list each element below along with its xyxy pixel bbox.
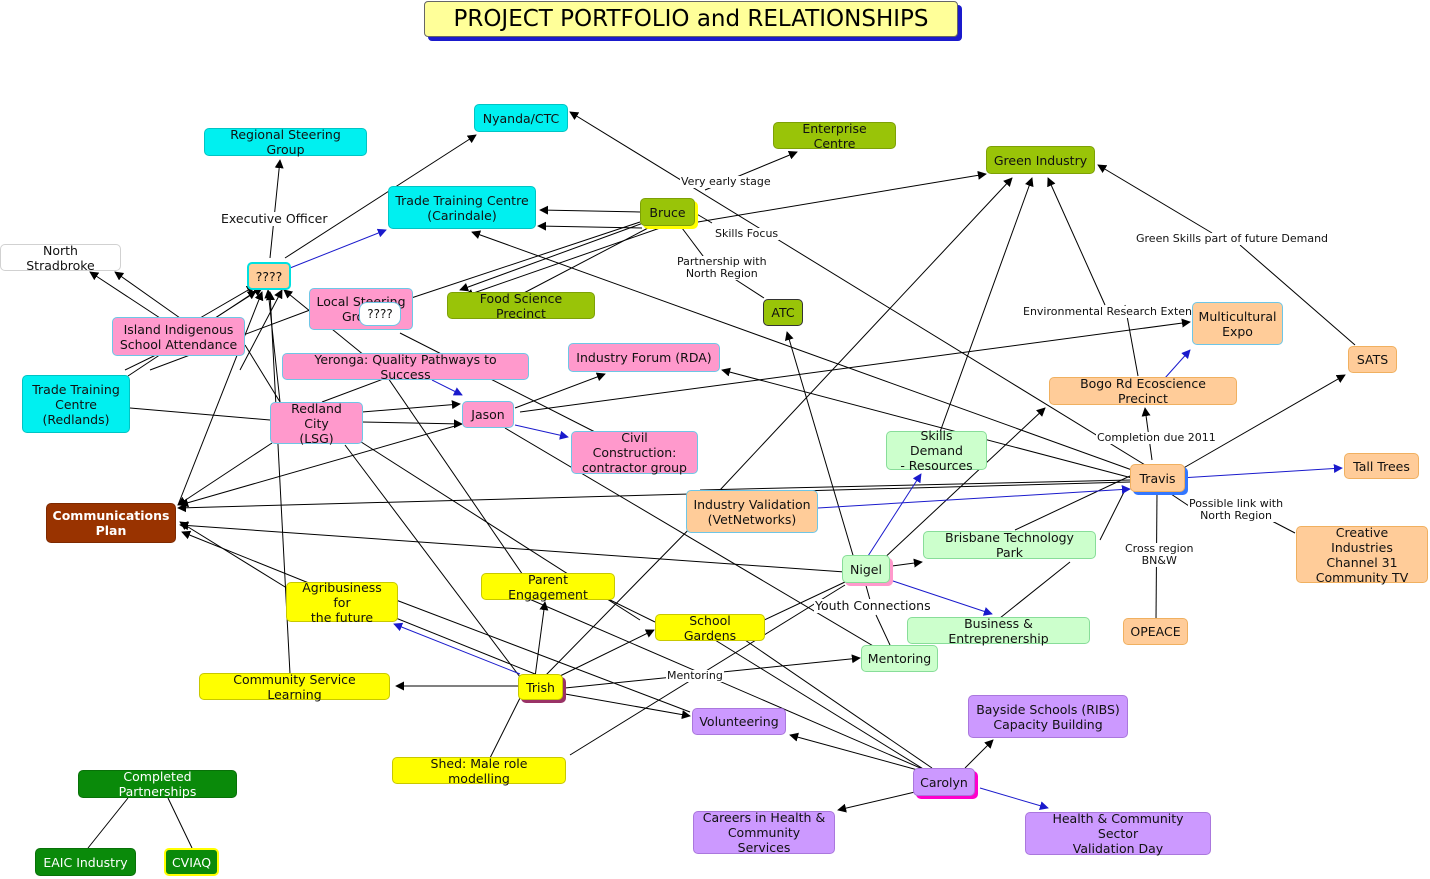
node-volunteering[interactable]: Volunteering xyxy=(692,708,786,735)
label-executive-officer: Executive Officer xyxy=(220,211,329,226)
label-completion-2011: Completion due 2011 xyxy=(1096,431,1217,444)
node-skills-demand[interactable]: Skills Demand - Resources xyxy=(886,428,987,473)
node-tall-trees[interactable]: Tall Trees xyxy=(1344,453,1419,479)
node-eaic-industry[interactable]: EAIC Industry xyxy=(35,848,136,876)
node-trade-training-carindale[interactable]: Trade Training Centre (Carindale) xyxy=(388,186,536,229)
node-opeace[interactable]: OPEACE xyxy=(1123,618,1188,645)
node-unknown-main[interactable]: ???? xyxy=(247,262,291,290)
node-industry-forum[interactable]: Industry Forum (RDA) xyxy=(568,343,720,372)
node-food-science-precinct[interactable]: Food Science Precinct xyxy=(447,291,595,321)
label-youth-connections: Youth Connections xyxy=(814,598,932,613)
node-nyanda-ctc[interactable]: Nyanda/CTC xyxy=(474,104,568,132)
label-mentoring: Mentoring xyxy=(666,669,724,682)
node-school-gardens[interactable]: School Gardens xyxy=(655,613,765,643)
node-trish[interactable]: Trish xyxy=(518,674,563,700)
node-bogo-rd-ecoscience[interactable]: Bogo Rd Ecoscience Precinct xyxy=(1049,376,1237,406)
node-cviaq[interactable]: CVIAQ xyxy=(164,848,219,876)
node-travis[interactable]: Travis xyxy=(1130,464,1185,492)
node-brisbane-technology-park[interactable]: Brisbane Technology Park xyxy=(923,530,1096,560)
node-completed-partnerships[interactable]: Completed Partnerships xyxy=(78,769,237,799)
node-north-stradbroke[interactable]: North Stradbroke xyxy=(0,243,121,273)
node-carolyn[interactable]: Carolyn xyxy=(913,768,975,796)
label-cross-region: Cross region BN&W xyxy=(1124,542,1195,567)
node-jason[interactable]: Jason xyxy=(462,401,514,428)
node-bayside-schools[interactable]: Bayside Schools (RIBS) Capacity Building xyxy=(968,695,1128,738)
node-industry-validation[interactable]: Industry Validation (VetNetworks) xyxy=(686,490,818,533)
node-careers-in-health[interactable]: Careers in Health & Community Services xyxy=(693,810,835,855)
node-parent-engagement[interactable]: Parent Engagement xyxy=(481,572,615,602)
node-agribusiness[interactable]: Agribusiness for the future xyxy=(286,580,398,625)
node-unknown-local[interactable]: ???? xyxy=(359,302,401,326)
node-community-service-learning[interactable]: Community Service Learning xyxy=(199,672,390,702)
label-partnership-north: Partnership with North Region xyxy=(676,255,768,280)
node-redland-city-lsg[interactable]: Redland City (LSG) xyxy=(270,401,363,446)
node-mentoring[interactable]: Mentoring xyxy=(861,645,938,672)
node-yeronga[interactable]: Yeronga: Quality Pathways to Success xyxy=(282,352,529,382)
node-atc[interactable]: ATC xyxy=(763,299,803,326)
label-very-early-stage: Very early stage xyxy=(680,175,772,188)
node-shed-male-role-modelling[interactable]: Shed: Male role modelling xyxy=(392,756,566,786)
node-regional-steering-group[interactable]: Regional Steering Group xyxy=(204,127,367,157)
node-business-entreprenership[interactable]: Business & Entreprenership xyxy=(907,616,1090,646)
label-skills-focus: Skills Focus xyxy=(714,227,780,240)
node-multicultural-expo[interactable]: Multicultural Expo xyxy=(1192,302,1283,345)
node-green-industry[interactable]: Green Industry xyxy=(986,146,1095,174)
page-title: PROJECT PORTFOLIO and RELATIONSHIPS xyxy=(424,1,958,37)
label-environmental-research: Environmental Research Extension xyxy=(1022,306,1192,318)
node-communications-plan[interactable]: Communications Plan xyxy=(46,503,176,543)
node-civil-construction[interactable]: Civil Construction: contractor group xyxy=(571,430,698,475)
node-creative-industries[interactable]: Creative Industries Channel 31 Community… xyxy=(1296,525,1428,585)
node-enterprise-centre[interactable]: Enterprise Centre xyxy=(773,121,896,151)
label-possible-link: Possible link with North Region xyxy=(1188,497,1285,522)
node-trade-training-redlands[interactable]: Trade Training Centre (Redlands) xyxy=(22,375,130,433)
node-health-community-sector[interactable]: Health & Community Sector Validation Day xyxy=(1025,811,1211,856)
node-sats[interactable]: SATS xyxy=(1348,346,1397,373)
node-bruce[interactable]: Bruce xyxy=(640,198,695,226)
node-nigel[interactable]: Nigel xyxy=(842,555,890,583)
label-green-skills: Green Skills part of future Demand xyxy=(1135,232,1330,245)
node-island-indigenous[interactable]: Island Indigenous School Attendance xyxy=(112,317,245,356)
